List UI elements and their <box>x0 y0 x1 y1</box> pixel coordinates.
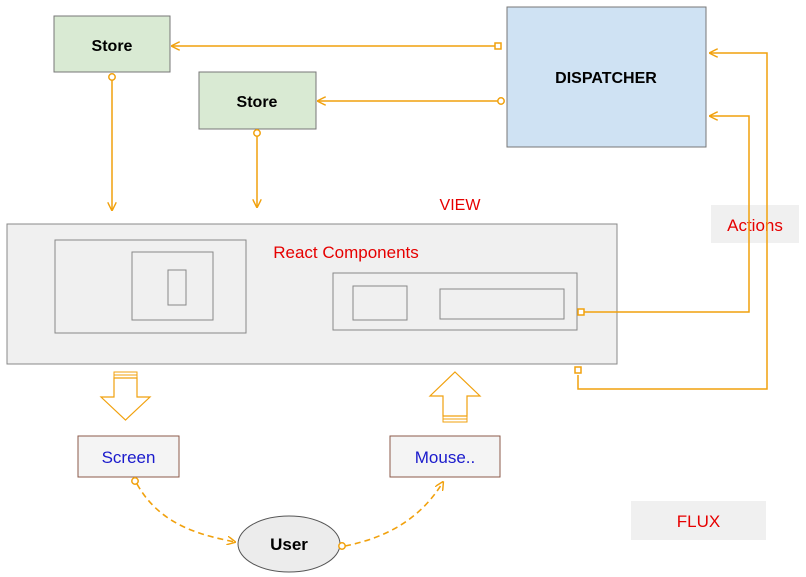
screen-node: Screen <box>77 435 180 478</box>
screen-label: Screen <box>102 448 156 467</box>
mouse-label: Mouse.. <box>415 448 475 467</box>
component-box-nested <box>131 251 214 321</box>
connector-dot <box>253 129 261 137</box>
store-label-1: Store <box>92 38 133 55</box>
dispatcher-label: DISPATCHER <box>555 70 657 87</box>
component-box-right <box>332 272 578 331</box>
react-components-label: React Components <box>273 243 419 262</box>
connector-dot <box>108 73 116 81</box>
store-node-2: Store <box>198 71 317 130</box>
component-box-inner <box>167 269 187 306</box>
component-box-left <box>54 239 247 334</box>
screen-to-user-arrow <box>136 483 235 542</box>
store-node-1: Store <box>53 15 171 73</box>
connector-square <box>494 42 502 50</box>
flux-label: FLUX <box>677 512 720 531</box>
actions-label: Actions <box>727 216 783 235</box>
component-action-arrow <box>583 116 750 313</box>
store-label-2: Store <box>237 94 278 111</box>
connector-square <box>577 308 585 316</box>
render-down-arrow <box>99 371 152 421</box>
connector-dot <box>131 477 139 485</box>
user-to-mouse-arrow <box>344 482 443 547</box>
view-action-arrow <box>577 53 768 390</box>
dispatcher-node: DISPATCHER <box>506 6 707 148</box>
dispatcher-to-store-connectors <box>172 42 505 105</box>
component-box-wide <box>439 288 565 320</box>
user-label: User <box>270 535 308 554</box>
component-box-small <box>352 285 408 321</box>
user-node: User <box>237 515 341 573</box>
action-connectors <box>574 53 768 390</box>
connector-square <box>574 366 582 374</box>
mouse-node: Mouse.. <box>389 435 501 478</box>
store-to-view-connectors <box>108 73 261 210</box>
flux-label-box: FLUX <box>631 501 766 540</box>
view-label: VIEW <box>440 197 482 214</box>
user-connectors <box>131 477 443 550</box>
input-up-arrow <box>428 371 482 423</box>
view-container: React Components <box>6 223 618 365</box>
actions-node: Actions <box>711 205 799 243</box>
connector-dot <box>497 97 505 105</box>
connector-dot <box>338 542 346 550</box>
